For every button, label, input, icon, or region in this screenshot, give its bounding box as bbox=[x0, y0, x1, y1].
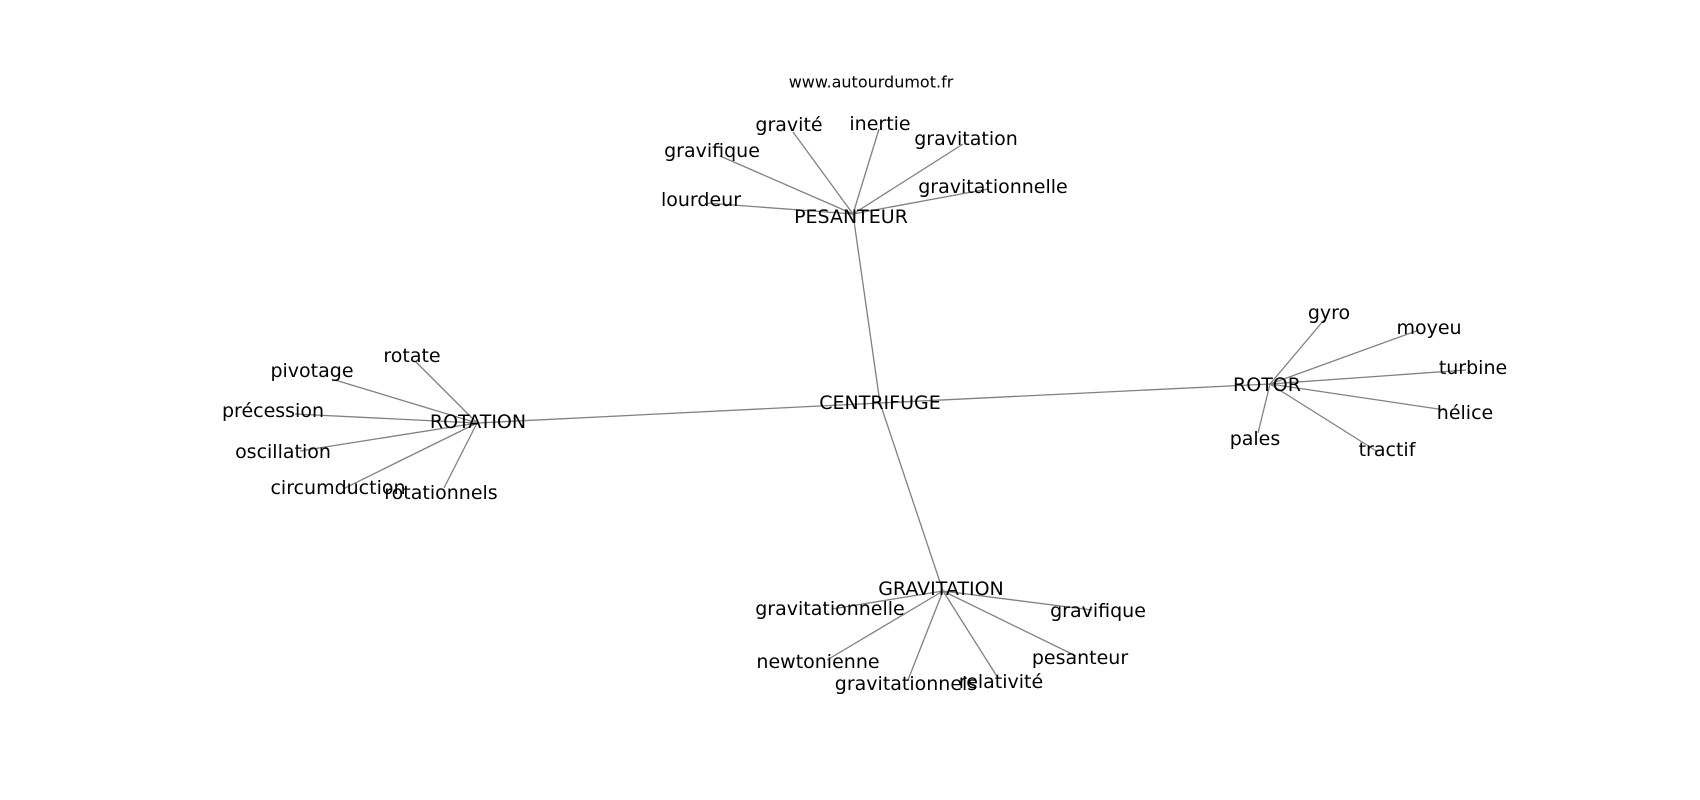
word-node-rotor-helice: hélice bbox=[1437, 402, 1493, 424]
edge-rotor-gyro bbox=[1269, 319, 1325, 385]
edge-gravitation-pesanteur bbox=[942, 590, 1077, 657]
word-node-rotation-precession: précession bbox=[222, 400, 324, 422]
word-node-rotor-tractif: tractif bbox=[1359, 439, 1417, 461]
word-node-pesanteur-gravitationnelle: gravitationnelle bbox=[918, 176, 1068, 198]
edge-gravitation-relativite bbox=[942, 590, 999, 679]
edge-center-rotation bbox=[476, 402, 881, 424]
source-url: www.autourdumot.fr bbox=[789, 73, 954, 92]
edge-rotation-rotationnels bbox=[443, 422, 478, 489]
word-node-rotation-rotationnels: rotationnels bbox=[384, 482, 497, 504]
hub-node-gravitation: GRAVITATION bbox=[878, 578, 1004, 600]
center-node: CENTRIFUGE bbox=[819, 392, 940, 414]
edge-center-rotor bbox=[879, 383, 1271, 404]
word-node-rotor-gyro: gyro bbox=[1308, 302, 1350, 324]
edge-pesanteur-gravitation bbox=[852, 143, 964, 215]
word-node-gravitation-relativite: relativité bbox=[959, 671, 1043, 693]
word-node-pesanteur-gravifique: gravifique bbox=[664, 140, 760, 162]
word-node-gravitation-gravitationnels: gravitationnels bbox=[835, 673, 977, 695]
edge-rotation-precession bbox=[294, 413, 478, 424]
edge-rotation-circumduction bbox=[342, 422, 478, 490]
word-node-rotor-pales: pales bbox=[1230, 428, 1281, 450]
edge-pesanteur-gravite bbox=[792, 131, 854, 215]
edge-pesanteur-lourdeur bbox=[705, 202, 854, 215]
edge-rotor-tractif bbox=[1269, 383, 1379, 453]
edge-rotor-turbine bbox=[1269, 369, 1467, 385]
word-node-rotation-circumduction: circumduction bbox=[270, 477, 405, 499]
word-node-gravitation-newtonienne: newtonienne bbox=[756, 651, 879, 673]
word-node-pesanteur-gravite: gravité bbox=[755, 114, 822, 136]
edge-rotor-pales bbox=[1257, 383, 1271, 434]
edge-pesanteur-gravifique bbox=[719, 155, 854, 215]
edge-center-pesanteur bbox=[852, 213, 881, 404]
word-node-pesanteur-gravitation: gravitation bbox=[914, 128, 1018, 150]
edge-pesanteur-inertie bbox=[852, 128, 880, 215]
hub-node-rotor: ROTOR bbox=[1233, 374, 1301, 396]
edge-pesanteur-gravitationnelle bbox=[852, 188, 989, 215]
word-node-rotation-pivotage: pivotage bbox=[270, 360, 353, 382]
word-node-rotor-turbine: turbine bbox=[1439, 357, 1507, 379]
hub-node-rotation: ROTATION bbox=[430, 411, 526, 433]
word-node-pesanteur-inertie: inertie bbox=[849, 113, 910, 135]
edge-rotation-rotate bbox=[415, 361, 478, 424]
edge-gravitation-newtonienne bbox=[826, 590, 944, 661]
edge-rotation-pivotage bbox=[334, 379, 478, 424]
word-node-rotation-rotate: rotate bbox=[383, 345, 440, 367]
word-node-gravitation-gravifique: gravifique bbox=[1050, 600, 1146, 622]
edge-rotation-oscillation bbox=[299, 422, 478, 452]
word-node-pesanteur-lourdeur: lourdeur bbox=[661, 189, 741, 211]
word-node-gravitation-gravitationnelle: gravitationnelle bbox=[755, 598, 905, 620]
edge-gravitation-gravifique bbox=[942, 590, 1093, 611]
edge-center-gravitation bbox=[879, 402, 944, 592]
word-node-rotation-oscillation: oscillation bbox=[235, 441, 331, 463]
word-node-rotor-moyeu: moyeu bbox=[1396, 317, 1461, 339]
edge-rotor-helice bbox=[1269, 383, 1446, 411]
edge-gravitation-gravitationnels bbox=[907, 590, 944, 681]
word-node-gravitation-pesanteur: pesanteur bbox=[1032, 647, 1129, 669]
graph-labels: PESANTEUR lourdeur gravifique gravité inerti… bbox=[222, 113, 1507, 695]
hub-node-pesanteur: PESANTEUR bbox=[794, 206, 908, 228]
edge-rotor-moyeu bbox=[1269, 329, 1420, 385]
graph-edges bbox=[294, 128, 1467, 681]
edge-gravitation-gravitationnelle bbox=[831, 590, 944, 610]
